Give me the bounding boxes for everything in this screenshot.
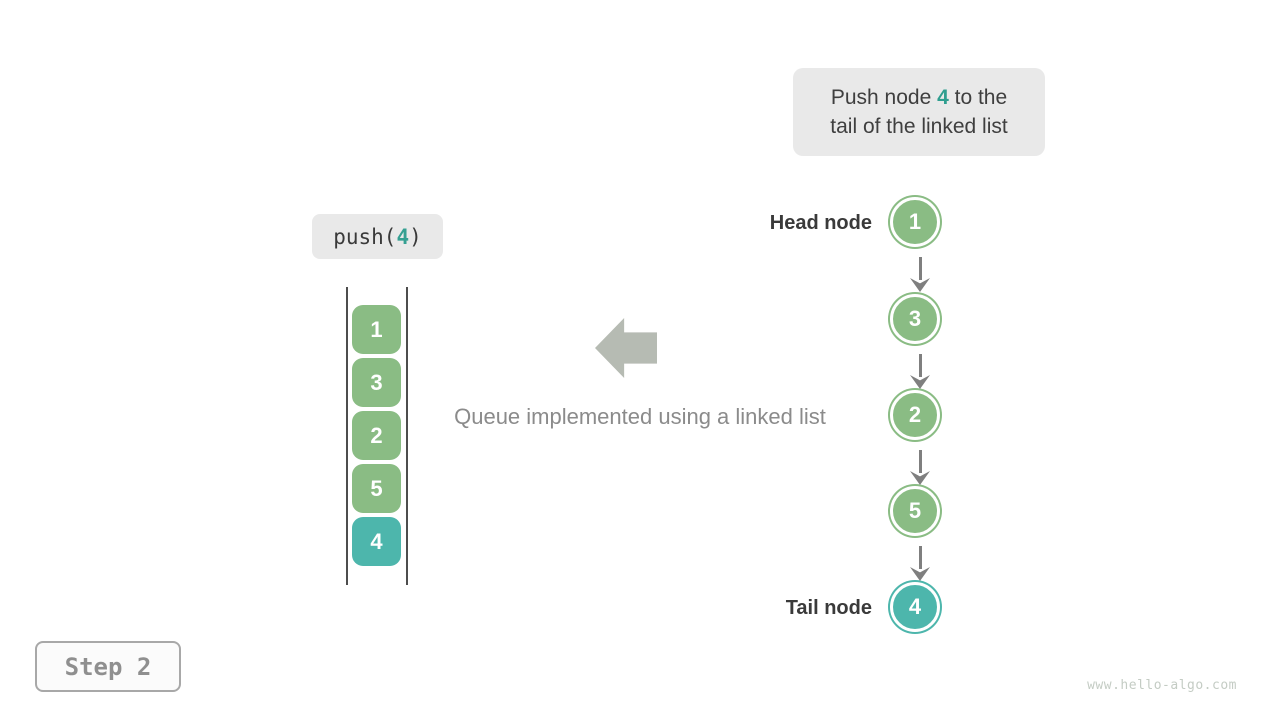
queue-item: 1 xyxy=(352,305,401,354)
callout-text: to the xyxy=(948,86,1008,109)
callout-highlight-value: 4 xyxy=(937,86,949,109)
push-chip-text: ) xyxy=(409,224,422,249)
callout-bubble: Push node 4 to the tail of the linked li… xyxy=(793,68,1045,156)
queue-item: 5 xyxy=(352,464,401,513)
callout-line1: Push node 4 to the xyxy=(831,83,1007,112)
tail-node-label: Tail node xyxy=(785,597,872,619)
queue-item: 3 xyxy=(352,358,401,407)
callout-line2: tail of the linked list xyxy=(830,115,1008,138)
head-node-label: Head node xyxy=(769,212,872,234)
left-block-arrow-icon xyxy=(595,318,657,378)
list-node: 5 xyxy=(890,486,940,536)
list-node: 3 xyxy=(890,294,940,344)
queue-rail-right xyxy=(406,287,408,585)
list-node-highlighted: 4 xyxy=(890,582,940,632)
queue-rail-left xyxy=(346,287,348,585)
watermark: www.hello-algo.com xyxy=(1087,678,1237,693)
push-chip-value: 4 xyxy=(396,224,410,249)
push-chip-text: push( xyxy=(333,224,397,249)
list-node: 1 xyxy=(890,197,940,247)
step-badge: Step 2 xyxy=(35,641,181,692)
list-node: 2 xyxy=(890,390,940,440)
callout-text: Push node xyxy=(830,86,938,109)
queue-item-highlighted: 4 xyxy=(352,517,401,566)
queue-item: 2 xyxy=(352,411,401,460)
push-operation-chip: push(4) xyxy=(312,214,443,259)
diagram-caption: Queue implemented using a linked list xyxy=(454,404,826,429)
